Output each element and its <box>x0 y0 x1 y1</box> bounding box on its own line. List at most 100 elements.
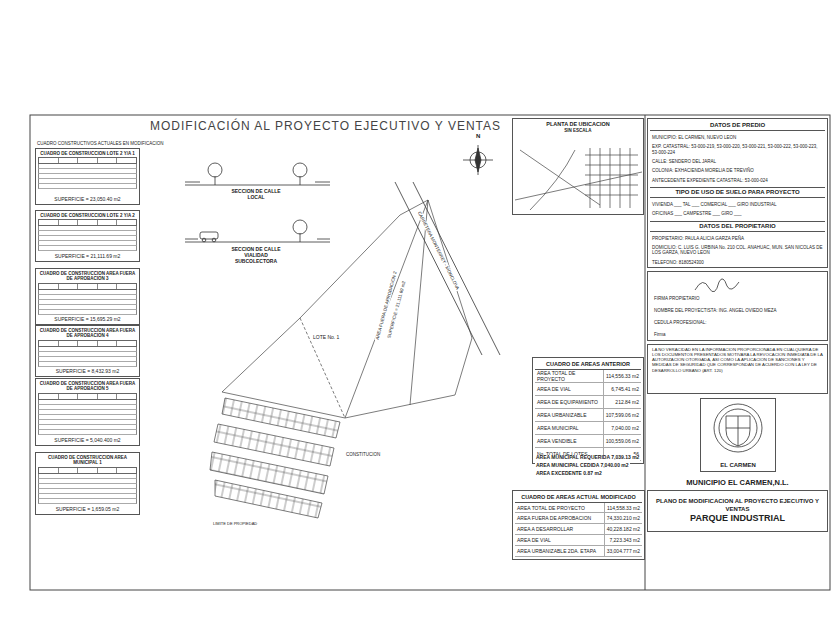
panel-text: PROPIETARIO: PAULA ALICIA GARZA PEÑA <box>650 236 825 241</box>
table-header-row <box>38 219 137 226</box>
table-header-row <box>38 157 137 164</box>
table-header-cell <box>78 220 98 225</box>
table-area: SUPERFICIE = 5,040.400 m2 <box>38 436 137 443</box>
table-cell: 212.84 m2 <box>603 396 641 409</box>
road-label: CARRETERA MONTERREY - MONCLOVA <box>416 209 461 291</box>
table-header-cell <box>98 341 118 346</box>
table-cell: 114,556.33 m2 <box>603 370 641 383</box>
location-map-box: PLANTA DE UBICACIONSIN ESCALA <box>512 118 644 215</box>
property-plan <box>210 200 472 518</box>
table-header-cell <box>98 394 118 399</box>
table-area: SUPERFICIE = 8,432.93 m2 <box>38 367 137 374</box>
box-text: EL CARMEN <box>720 462 756 469</box>
area-summary: AREA MUNICIPAL CEDIDA 7,040.00 m2 <box>535 463 630 469</box>
panel-text: ANTECEDENTE EXPEDIENTE CATASTRAL: 53-000… <box>650 178 825 183</box>
table-header-cell <box>117 341 136 346</box>
table-cell: AREA TOTAL DE PROYECTO <box>535 370 603 383</box>
table-cell: AREA URBANIZABLE <box>535 409 603 422</box>
table-header-cell <box>78 284 98 289</box>
sheet-frame <box>30 115 830 590</box>
table-header-cell <box>98 158 118 163</box>
north-arrow <box>463 145 493 175</box>
table-header-cell <box>117 394 136 399</box>
table-header-cell <box>78 158 98 163</box>
table-area: SUPERFICIE = 21,111.69 m2 <box>38 252 137 259</box>
table-cell: AREA URBANIZABLE 2DA. ETAPA <box>515 546 604 557</box>
table-cell: 7,040.00 m2 <box>603 422 641 435</box>
table-header-row <box>38 393 137 400</box>
table-header-cell <box>39 341 59 346</box>
panel-text: OFICINAS ___ CAMPESTRE ___ GIRO ___ <box>650 211 825 216</box>
panel-heading: DATOS DE PREDIO <box>650 121 825 131</box>
construction-table: CUADRO DE CONSTRUCCION LOTE 2 Y/A 2SUPER… <box>35 210 140 262</box>
table-header-cell <box>117 220 136 225</box>
panel-text: NOMBRE DEL PROYECTISTA: ING. ANGEL OVIED… <box>652 308 823 313</box>
table-row <box>38 499 137 504</box>
table-header-row <box>38 283 137 290</box>
table-cell: 107,599.06 m2 <box>603 409 641 422</box>
table-header-cell <box>39 284 59 289</box>
table-header-row <box>38 467 137 474</box>
construction-table: CUADRO DE CONSTRUCCION AREA FUERA DE APR… <box>35 378 140 446</box>
table-header-cell <box>117 158 136 163</box>
table-header-cell <box>59 341 79 346</box>
table-heading: CUADRO DE CONSTRUCCION LOTE 2 Y/A 1 <box>38 151 137 156</box>
table-cell: 6,745.41 m2 <box>603 383 641 396</box>
table-area: SUPERFICIE = 23,050.40 m2 <box>38 195 137 202</box>
table-area: SUPERFICIE = 1,659.05 m2 <box>38 505 137 512</box>
table-header-cell <box>59 158 79 163</box>
lot-label: LOTE No. 1 <box>312 335 340 341</box>
highway <box>395 182 500 355</box>
table-header-cell <box>117 468 136 473</box>
table-header-cell <box>117 284 136 289</box>
table-header-cell <box>39 220 59 225</box>
table-cell: AREA TOTAL DE PROYECTO <box>515 503 604 514</box>
table-header-row <box>38 340 137 347</box>
municipal-seal-art <box>714 404 762 452</box>
table-cell: 33,004.777 m2 <box>604 546 642 557</box>
table-heading: CUADRO DE AREAS ACTUAL MODIFICADO <box>515 493 642 503</box>
table-row <box>38 310 137 315</box>
disclaimer-note: LA NO VERACIDAD EN LA INFORMACION PROPOR… <box>647 344 828 394</box>
table-header-cell <box>59 468 79 473</box>
table-cell: AREA DE EQUIPAMIENTO <box>535 396 603 409</box>
table-cell: 100,559.06 m2 <box>603 435 641 448</box>
table-header-cell <box>78 394 98 399</box>
table-header-cell <box>59 220 79 225</box>
boundary-label: LIMITE DE PROPIEDAD <box>212 522 258 527</box>
municipality-name: MUNICIPIO EL CARMEN,N.L. <box>647 476 828 489</box>
table-header-cell <box>78 468 98 473</box>
area-table: CUADRO DE AREAS ACTUAL MODIFICADOAREA TO… <box>512 490 645 560</box>
table-cell: AREA A DESARROLLAR <box>515 524 604 535</box>
area-table: CUADRO DE AREAS ANTERIORAREA TOTAL DE PR… <box>532 357 644 464</box>
box-text: PLANO DE MODIFICACION AL PROYECTO EJECUT… <box>650 498 825 512</box>
table-row <box>38 246 137 251</box>
table-group-label: CUADRO CONSTRUCTIVOS ACTUALES EN MODIFIC… <box>36 141 165 146</box>
section-label: SECCION DE CALLE VIALIDAD SUBCOLECTORA <box>222 247 290 264</box>
panel-text: FIRMA PROPIETARIO <box>652 296 823 301</box>
table-row <box>38 430 137 435</box>
signature-block: FIRMA PROPIETARIO NOMBRE DEL PROYECTISTA:… <box>647 271 828 341</box>
table-header-cell <box>98 284 118 289</box>
table-heading: CUADRO DE CONSTRUCCION AREA MUNICIPAL 1 <box>38 455 137 466</box>
panel-text: MUNICIPIO: EL CARMEN, NUEVO LEON <box>650 135 825 140</box>
table-cell: AREA MUNICIPAL <box>535 422 603 435</box>
table-header-cell <box>39 158 59 163</box>
table-header-cell <box>59 284 79 289</box>
table-cell: 74,330.210 m2 <box>604 513 642 524</box>
table-grid: AREA TOTAL DE PROYECTO114,558.33 m2AREA … <box>515 503 642 557</box>
panel-text: CALLE: SENDERO DEL JARAL <box>650 159 825 164</box>
table-cell: 7,223.343 m2 <box>604 535 642 546</box>
table-header-cell <box>98 468 118 473</box>
table-header-cell <box>78 341 98 346</box>
box-text: PARQUE INDUSTRIAL <box>690 513 785 524</box>
box-text: PLANTA DE UBICACION <box>546 121 610 128</box>
north-label: N <box>475 133 481 140</box>
panel-text: TELEFONO: 8180524300 <box>650 260 825 265</box>
table-area: SUPERFICIE = 15,695.29 m2 <box>38 315 137 322</box>
area-summary: AREA MUNICIPAL REQUERIDA 7,039.13 m2 <box>535 455 640 461</box>
street-label: CONSTITUCION <box>345 452 381 457</box>
table-header-cell <box>39 468 59 473</box>
panel-text: LA NO VERACIDAD EN LA INFORMACION PROPOR… <box>650 347 825 373</box>
